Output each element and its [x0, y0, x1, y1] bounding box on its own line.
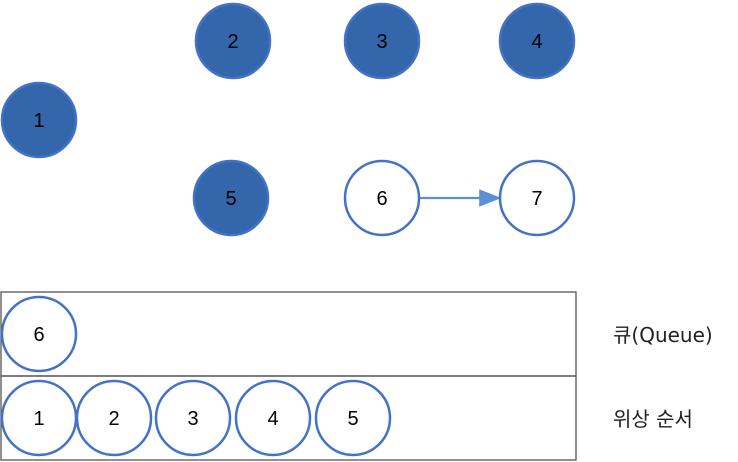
graph-node-3-circle	[343, 2, 421, 80]
order-item-3-label: 3	[187, 408, 198, 430]
graph-node-2-circle	[194, 2, 272, 80]
topological-order-panel: 1 2 3 4 5 위상 순서	[0, 375, 693, 461]
graph-node-3: 3	[343, 2, 421, 80]
graph-node-3-label: 3	[376, 31, 387, 53]
order-item-5-circle	[314, 379, 392, 457]
order-item-2-label: 2	[108, 408, 119, 430]
order-item-4: 4	[234, 379, 312, 457]
queue-item-6-label: 6	[33, 324, 44, 346]
order-item-2-circle	[75, 379, 153, 457]
graph: 1 2 3 4 5 6 7	[0, 2, 576, 237]
queue-box	[0, 291, 577, 377]
order-item-4-label: 4	[267, 408, 278, 430]
order-item-2: 2	[75, 379, 153, 457]
topological-order-items: 1 2 3 4 5	[0, 379, 392, 457]
graph-node-6-label: 6	[376, 188, 387, 210]
queue-item-6: 6	[0, 295, 78, 373]
queue-panel: 6 큐(Queue)	[0, 291, 713, 377]
queue-label: 큐(Queue)	[613, 323, 713, 347]
order-item-5: 5	[314, 379, 392, 457]
graph-node-7: 7	[498, 159, 576, 237]
graph-node-1-circle	[0, 81, 78, 159]
graph-node-2: 2	[194, 2, 272, 80]
graph-node-4-circle	[498, 2, 576, 80]
queue-item-6-circle	[0, 295, 78, 373]
order-item-1-label: 1	[33, 408, 44, 430]
graph-node-7-circle	[498, 159, 576, 237]
queue-items: 6	[0, 295, 78, 373]
graph-node-7-label: 7	[531, 188, 542, 210]
graph-node-6-circle	[343, 159, 421, 237]
order-item-4-circle	[234, 379, 312, 457]
graph-node-4-label: 4	[531, 31, 542, 53]
graph-node-1-label: 1	[33, 110, 44, 132]
graph-node-4: 4	[498, 2, 576, 80]
graph-node-5-circle	[192, 159, 270, 237]
order-item-3: 3	[154, 379, 232, 457]
topological-order-label: 위상 순서	[613, 407, 693, 431]
graph-node-6: 6	[343, 159, 421, 237]
graph-node-2-label: 2	[227, 31, 238, 53]
graph-node-5-label: 5	[225, 188, 236, 210]
graph-node-5: 5	[192, 159, 270, 237]
order-item-3-circle	[154, 379, 232, 457]
graph-node-1: 1	[0, 81, 78, 159]
order-item-1: 1	[0, 379, 78, 457]
order-item-5-label: 5	[347, 408, 358, 430]
